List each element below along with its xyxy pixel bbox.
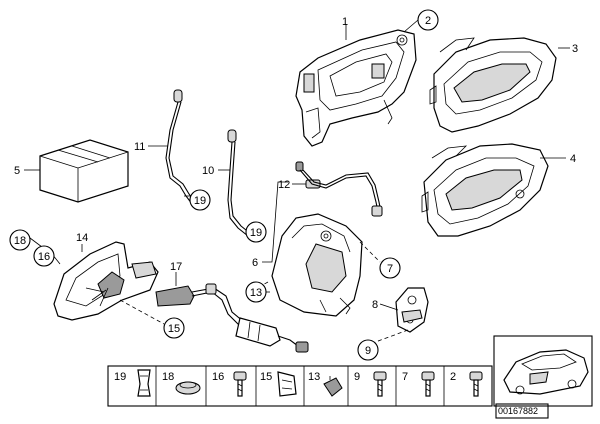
hardware-strip (107, 365, 493, 407)
callout-2: 2 (425, 15, 431, 27)
callout-19b: 19 (250, 227, 262, 239)
callout-circle-15 (163, 317, 185, 339)
part-outer-handle-rear[interactable] (421, 143, 549, 237)
hardware-item-2[interactable]: 2 (450, 371, 483, 397)
part-door-lock-6[interactable] (271, 213, 363, 317)
part-striker-8[interactable] (395, 287, 429, 333)
callout-10: 10 (202, 165, 214, 177)
callout-circle-19a (189, 189, 211, 211)
callout-14: 14 (76, 232, 88, 244)
callout-circle-2 (417, 9, 439, 31)
svg-text:19: 19 (114, 371, 126, 383)
svg-text:2: 2 (450, 371, 456, 383)
callout-circle-13 (245, 281, 267, 303)
callout-7: 7 (387, 263, 393, 275)
callout-circle-9 (357, 339, 379, 361)
part-outer-handle-front[interactable] (429, 37, 557, 133)
part-door-handle-carrier[interactable] (295, 29, 417, 147)
hardware-item-16[interactable]: 16 (212, 371, 247, 397)
svg-text:13: 13 (308, 371, 320, 383)
part-cable-12[interactable] (295, 161, 383, 217)
vehicle-thumbnail: 00167882 (493, 335, 593, 419)
callout-11: 11 (134, 141, 145, 153)
part-box-5[interactable] (39, 139, 129, 203)
hardware-item-13[interactable]: 13 (308, 371, 343, 397)
callout-3: 3 (572, 43, 578, 55)
callout-circle-7 (379, 257, 401, 279)
hardware-item-19[interactable]: 19 (114, 369, 151, 397)
callout-1: 1 (342, 16, 348, 28)
svg-text:9: 9 (354, 371, 360, 383)
callout-15: 15 (168, 323, 180, 335)
callout-circle-19b (245, 221, 267, 243)
svg-text:16: 16 (212, 371, 224, 383)
part-lock-cylinder-17[interactable] (155, 283, 309, 353)
callout-17: 17 (170, 261, 182, 273)
callout-4: 4 (570, 153, 576, 165)
catalog-number: 00167882 (498, 406, 538, 416)
part-housing-14[interactable] (53, 241, 159, 321)
callout-circle-18 (9, 229, 31, 251)
callout-8: 8 (372, 299, 378, 311)
part-rod-10[interactable] (227, 129, 252, 237)
callouts: 1 2 3 4 5 6 7 8 9 10 11 12 13 14 15 16 1… (9, 9, 578, 361)
part-rod-11[interactable] (165, 89, 196, 205)
callout-12: 12 (278, 179, 290, 191)
hardware-item-18[interactable]: 18 (162, 371, 201, 395)
callout-16: 16 (38, 251, 50, 263)
callout-19a: 19 (194, 195, 206, 207)
hardware-item-7[interactable]: 7 (402, 371, 435, 397)
callout-9: 9 (365, 345, 371, 357)
svg-text:18: 18 (162, 371, 174, 383)
hardware-item-9[interactable]: 9 (354, 371, 387, 397)
callout-6: 6 (252, 257, 258, 269)
svg-text:7: 7 (402, 371, 408, 383)
callout-circle-16 (33, 245, 55, 267)
callout-5: 5 (14, 165, 20, 177)
hardware-item-15[interactable]: 15 (260, 371, 297, 397)
svg-text:15: 15 (260, 371, 272, 383)
callout-13: 13 (250, 287, 262, 299)
callout-18: 18 (14, 235, 26, 247)
